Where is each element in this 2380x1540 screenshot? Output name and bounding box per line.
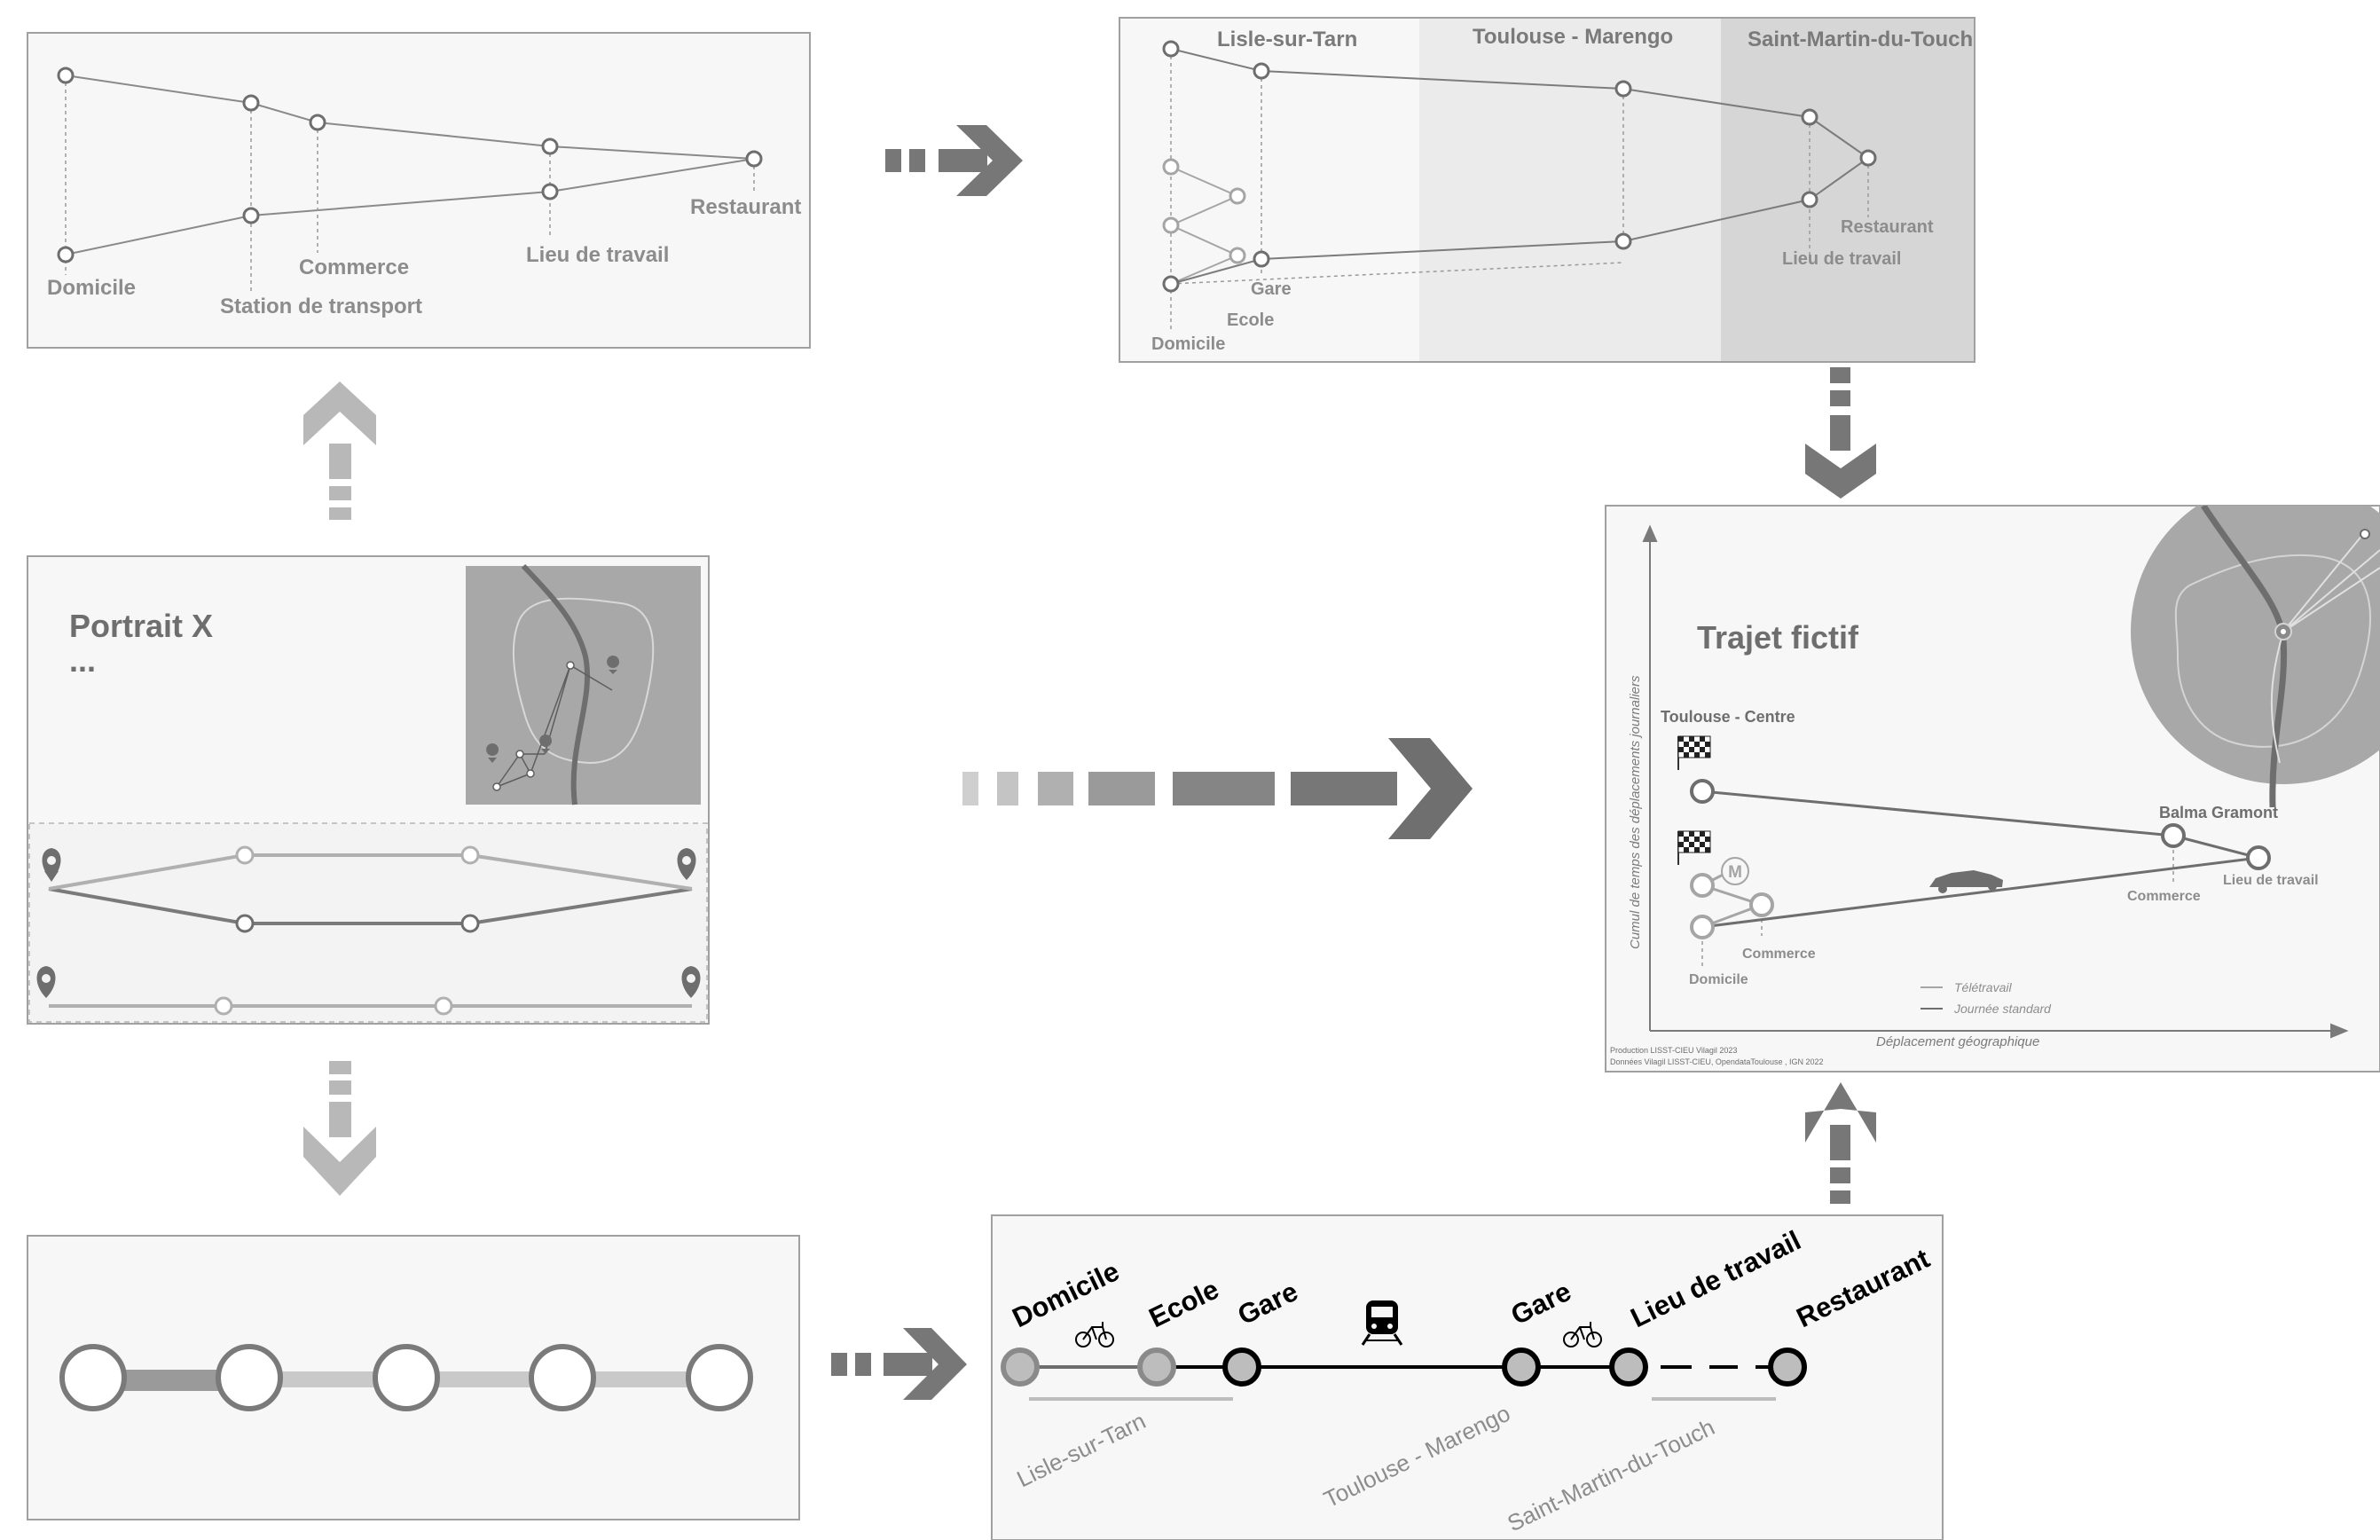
label-travail: Lieu de travail [526, 243, 669, 267]
label-commerce-right: Commerce [2127, 889, 2201, 904]
credit-line: Données Vilagil LISST-CIEU, OpendataToul… [1610, 1057, 1823, 1066]
sequence-node [59, 1344, 127, 1411]
label-domicile: Domicile [1689, 972, 1748, 987]
mini-map [466, 563, 701, 805]
bicycle-icon [1075, 1322, 1114, 1348]
panel-circle-sequence [27, 1235, 800, 1520]
label-travail: Lieu de travail [1782, 249, 1902, 269]
panel-portrait: Portrait X ... [27, 555, 710, 1025]
node [57, 246, 75, 263]
label-commerce-left: Commerce [1742, 947, 1816, 962]
label-station: Station de transport [220, 295, 422, 318]
stop-node [1222, 1348, 1261, 1387]
legend-item: Télétravail [1954, 980, 2012, 994]
arrow-up-5 [1805, 1082, 1876, 1204]
metro-letter: M [1728, 863, 1742, 882]
portrait-subtitle: ... [69, 642, 96, 679]
car-icon [1929, 870, 2003, 893]
zone-label: Saint-Martin-du-Touch [1748, 28, 1973, 51]
zone-label: Toulouse - Marengo [1473, 25, 1673, 49]
checkered-flag-icon [1677, 830, 1711, 865]
arrow-right-big [962, 738, 1473, 839]
stop-node [1001, 1348, 1040, 1387]
sequence-node [529, 1344, 596, 1411]
bicycle-icon [1563, 1322, 1602, 1348]
node [541, 138, 559, 155]
legend-item: Journée standard [1953, 1002, 2052, 1016]
arrow-down-2 [1805, 367, 1876, 499]
map-pin-icon [486, 743, 499, 763]
train-icon [1361, 1300, 1403, 1346]
trajet-title: Trajet fictif [1697, 619, 1859, 656]
label-commerce: Commerce [299, 255, 409, 279]
sequence-node [373, 1344, 440, 1411]
arrow-up-3 [303, 381, 376, 520]
y-axis-label: Cumul de temps des déplacements journali… [1628, 675, 1643, 949]
node [541, 183, 559, 200]
checkered-flag-icon [1677, 735, 1711, 770]
label-travail: Lieu de travail [2223, 873, 2319, 888]
map-pin-icon [36, 848, 701, 998]
panel-trajet-fictif: Cumul de temps des déplacements journali… [1605, 505, 2380, 1072]
arrow-right-6 [831, 1328, 967, 1400]
arrow-right-1 [885, 125, 1023, 196]
portrait-title: Portrait X [69, 608, 213, 644]
sequence-node [216, 1344, 283, 1411]
panel-zoned-diagram: Lisle-sur-Tarn Toulouse - Marengo Saint-… [1119, 17, 1975, 363]
sequence-node [686, 1344, 753, 1411]
stop-node [1609, 1348, 1648, 1387]
panel-transport-timeline: Domicile Ecole Gare Gare Lieu de travail… [991, 1214, 1944, 1540]
label-domicile: Domicile [1151, 334, 1225, 354]
stop-node [1768, 1348, 1807, 1387]
node [57, 67, 75, 84]
panel-spatial-sketch: Domicile Station de transport Commerce L… [27, 32, 811, 349]
x-axis-label: Déplacement géographique [1876, 1034, 2039, 1049]
node [242, 94, 260, 112]
node [242, 207, 260, 224]
node [309, 114, 326, 131]
credit-line: Production LISST-CIEU Vilagil 2023 [1610, 1046, 1737, 1055]
arrow-down-4 [303, 1061, 376, 1196]
label-restaurant: Restaurant [1841, 217, 1934, 237]
legend: Télétravail Journée standard [1920, 980, 2052, 1016]
map-pin-icon [539, 735, 553, 754]
zone-label: Lisle-sur-Tarn [1217, 28, 1357, 51]
label-domicile: Domicile [47, 276, 136, 300]
label-gare: Gare [1251, 279, 1292, 299]
label-restaurant: Restaurant [690, 195, 801, 219]
stop-node [1502, 1348, 1541, 1387]
node [745, 150, 763, 168]
label-balma: Balma Gramont [2159, 804, 2278, 821]
metro-icon [1721, 857, 1749, 885]
stop-node [1137, 1348, 1176, 1387]
label-ecole: Ecole [1227, 310, 1274, 330]
label-toulouse-centre: Toulouse - Centre [1661, 708, 1795, 726]
